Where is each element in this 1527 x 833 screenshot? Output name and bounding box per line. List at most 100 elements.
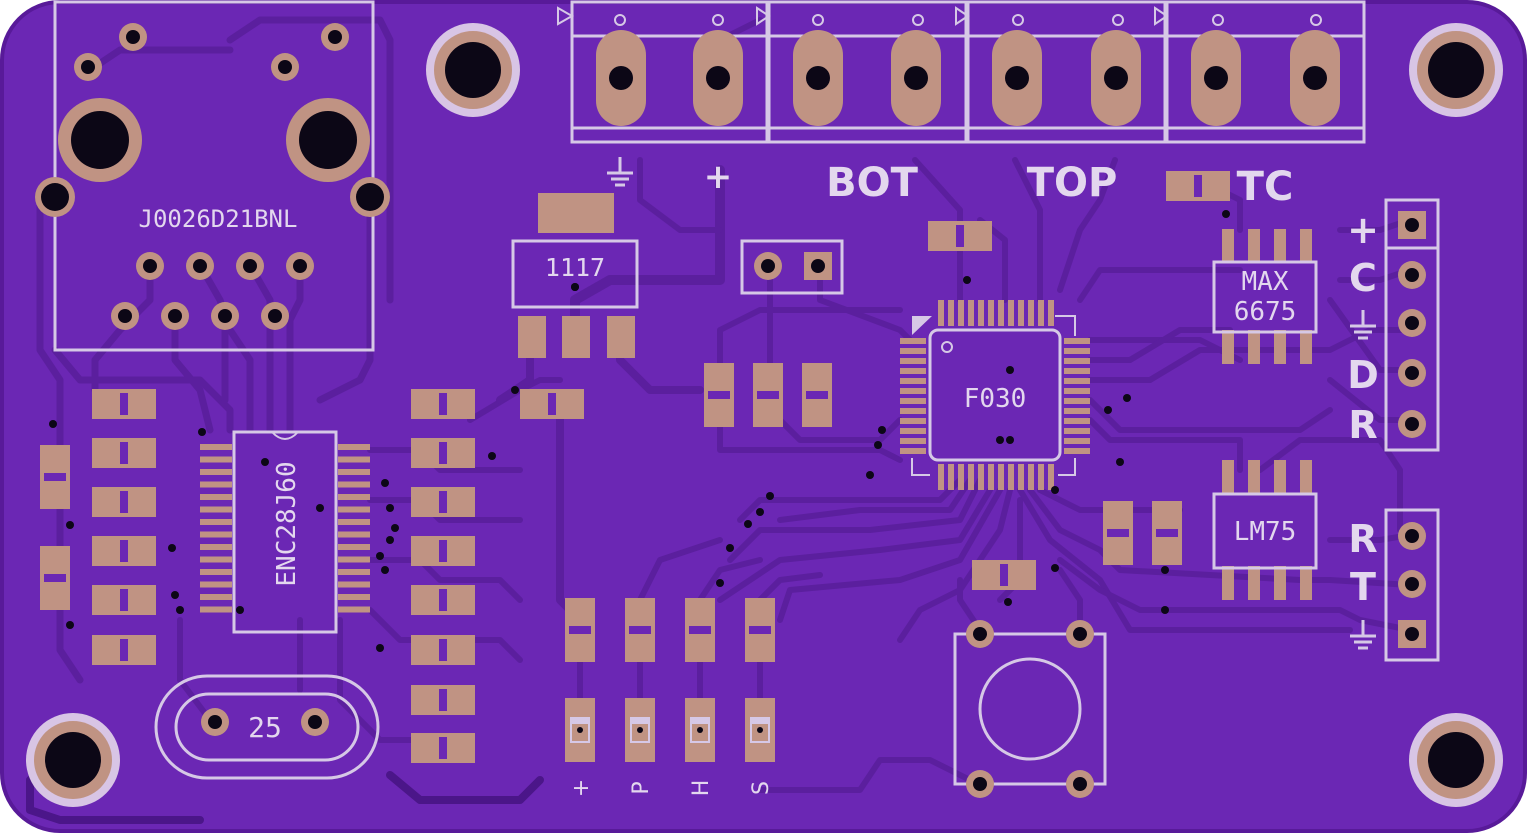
enc-pin	[200, 606, 232, 613]
crystal-label: 25	[248, 711, 282, 744]
via	[66, 621, 74, 629]
smd-component	[411, 733, 475, 763]
max6675-label-line1: MAX	[1242, 267, 1289, 297]
enc28j60-label: ENC28J60	[272, 461, 302, 586]
via	[1161, 566, 1169, 574]
mcu-pin	[938, 300, 944, 326]
regulator-1117: 1117	[511, 193, 639, 358]
via	[176, 606, 184, 614]
enc-pin	[200, 531, 232, 538]
via	[261, 458, 269, 466]
enc-pin	[200, 469, 232, 475]
mcu-pin	[1008, 464, 1014, 490]
via	[171, 591, 179, 599]
mcu-pin	[900, 358, 926, 364]
mcu-pin	[1064, 398, 1090, 404]
smd-component	[625, 598, 655, 662]
mcu-label: F030	[964, 384, 1027, 414]
mcu-pin	[998, 464, 1004, 490]
enc-pin	[200, 581, 232, 588]
via	[391, 524, 399, 532]
smd-component	[92, 635, 156, 665]
mcu-pin	[948, 300, 954, 326]
max6675-label-line2: 6675	[1234, 297, 1297, 327]
lm75-chip: LM75	[1212, 460, 1318, 600]
enc-pin	[338, 581, 370, 588]
max6675-chip: MAX 6675	[1212, 229, 1318, 364]
header-bottom-label-t: T	[1350, 565, 1376, 609]
led: P	[625, 698, 655, 795]
enc28j60-pins	[200, 444, 370, 613]
enc-pin	[338, 531, 370, 538]
smd-component	[685, 598, 715, 662]
mcu-pin	[1064, 338, 1090, 344]
header-bottom-label-r: R	[1348, 517, 1377, 561]
mounting-hole-icon	[1409, 713, 1503, 807]
smd-passives	[40, 171, 1230, 763]
mcu-pin	[900, 378, 926, 384]
smd-component	[1103, 501, 1133, 565]
reset-button-icon[interactable]	[953, 620, 1107, 798]
via	[381, 479, 389, 487]
mcu-pin	[958, 464, 964, 490]
mcu-pin	[1018, 300, 1024, 326]
via	[571, 283, 579, 291]
via	[66, 521, 74, 529]
header-top-label-c: C	[1349, 256, 1377, 300]
via	[716, 579, 724, 587]
via	[376, 644, 384, 652]
vias	[49, 210, 1230, 652]
terminal-small-marks	[614, 14, 1322, 26]
mounting-hole-icon	[426, 23, 520, 117]
via	[963, 276, 971, 284]
enc-pin	[200, 519, 232, 525]
via	[1123, 394, 1131, 402]
via	[866, 471, 874, 479]
via	[744, 520, 752, 528]
led-label: S	[749, 781, 774, 795]
mcu-pin	[1028, 300, 1034, 326]
mcu-pin	[900, 428, 926, 434]
mounting-hole-icon	[1409, 23, 1503, 117]
smd-component	[92, 438, 156, 468]
enc-pin	[338, 481, 370, 488]
terminal-label-top: TOP	[1027, 160, 1118, 206]
via	[1004, 598, 1012, 606]
via	[381, 566, 389, 574]
enc28j60-chip: ENC28J60	[200, 430, 370, 634]
smd-component	[92, 487, 156, 517]
smd-component	[92, 536, 156, 566]
mcu-pin	[1064, 448, 1090, 454]
mcu-pin	[900, 438, 926, 444]
mcu-pin	[948, 464, 954, 490]
led: S	[745, 698, 775, 795]
smd-component	[1166, 171, 1230, 201]
via	[316, 504, 324, 512]
enc-pin	[338, 444, 370, 450]
crystal-25mhz: 25	[154, 674, 380, 780]
mcu-pin	[900, 368, 926, 374]
mcu-pin	[1038, 464, 1044, 490]
smd-component	[411, 685, 475, 715]
mcu-pin	[998, 300, 1004, 326]
mcu-pin	[900, 388, 926, 394]
mcu-pin	[1048, 464, 1054, 490]
regulator-label: 1117	[545, 253, 605, 282]
enc-pin	[338, 556, 370, 563]
mcu-pin	[1028, 464, 1034, 490]
mcu-pin	[1018, 464, 1024, 490]
terminal-label-tc: TC	[1237, 164, 1294, 210]
enc-pin	[200, 444, 232, 450]
mcu-pin	[968, 300, 974, 326]
via	[49, 420, 57, 428]
mcu-pin	[988, 300, 994, 326]
via	[1104, 406, 1112, 414]
mcu-pin	[1064, 348, 1090, 354]
smd-component	[972, 560, 1036, 590]
via	[874, 441, 882, 449]
mcu-pin	[1048, 300, 1054, 326]
led: +	[565, 698, 595, 797]
mcu-pins	[900, 300, 1090, 490]
